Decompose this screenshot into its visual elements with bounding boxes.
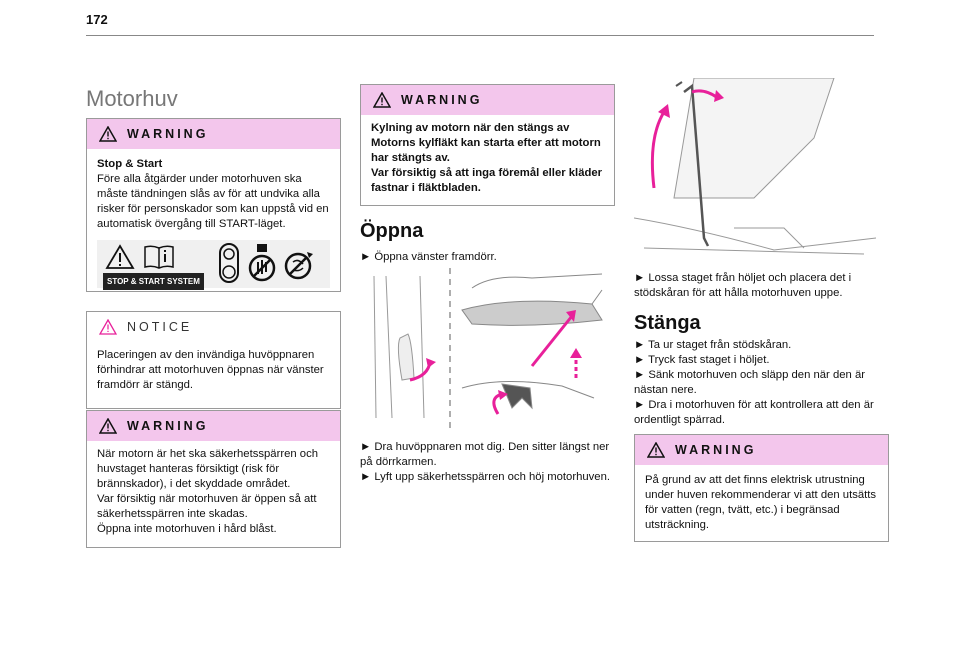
stop-start-icon-strip: STOP & START SYSTEM [97,240,330,290]
warning-triangle-icon [647,442,665,458]
close-step: ► Sänk motorhuven och släpp den när den … [634,369,865,396]
notice-box-door: NOTICE Placeringen av den invändiga huvö… [86,311,341,409]
warning-header: WARNING [87,411,340,441]
warning-box-stop-start: WARNING Stop & Start Före alla åtgärder … [86,118,341,292]
close-step: ► Tryck fast staget i höljet. [634,354,770,366]
warning-header: WARNING [87,119,340,149]
warning-text: Var försiktig så att inga föremål eller … [371,167,603,194]
notice-triangle-icon [99,319,117,335]
notice-header: NOTICE [87,312,340,342]
warning-triangle-icon [99,418,117,434]
warning-text: På grund av att det finns elektrisk utru… [645,474,877,531]
step-open-door: ► Öppna vänster framdörr. [360,251,497,263]
warning-box-hot-engine: WARNING När motorn är het ska säkerhetss… [86,410,341,548]
no-hand-prohibition-icon [248,244,276,282]
notice-label: NOTICE [127,320,193,334]
warning-label: WARNING [675,443,757,457]
warning-triangle-icon [373,92,391,108]
close-step: ► Dra i motorhuven för att kontrollera a… [634,399,874,426]
warning-line: Var försiktig när motorhuven är öppen så… [97,493,317,520]
engine-belt-icon [219,243,239,283]
warning-text: Kylning av motorn när den stängs av Moto… [371,122,601,164]
warning-box-cooling-fan: WARNING Kylning av motorn när den stängs… [360,84,615,206]
warning-text: Före alla åtgärder under motorhuven ska … [97,173,329,230]
warning-line: När motorn är het ska säkerhetsspärren o… [97,448,319,490]
hood-prop-rod-illustration [634,78,876,255]
warning-triangle-icon [105,244,135,269]
warning-label: WARNING [127,127,209,141]
header-divider [86,35,874,36]
section-title-oppna: Öppna [360,220,424,242]
warning-label: WARNING [127,419,209,433]
no-touch-fan-icon [284,252,313,280]
stop-start-badge: STOP & START SYSTEM [103,273,204,290]
warning-line: Öppna inte motorhuven i hård blåst. [97,523,277,535]
notice-text: Placeringen av den invändiga huvöppnaren… [97,349,324,391]
close-steps: ► Ta ur staget från stödskåran. ► Tryck … [634,338,889,428]
section-title-motorhuv: Motorhuv [86,86,178,111]
warning-heading: Stop & Start [97,158,163,170]
manual-book-icon [144,245,174,269]
section-title-stanga: Stänga [634,312,701,334]
warning-header: WARNING [635,435,888,465]
close-step: ► Ta ur staget från stödskåran. [634,339,792,351]
hood-release-illustration [373,268,603,428]
step-lift-latch: ► Lyft upp säkerhetsspärren och höj moto… [360,471,611,483]
warning-box-electrical: WARNING På grund av att det finns elektr… [634,434,889,542]
step-pull-release: ► Dra huvöppnaren mot dig. Den sitter lä… [360,441,610,468]
warning-header: WARNING [361,85,614,115]
page-number: 172 [86,12,108,27]
warning-triangle-icon [99,126,117,142]
step-place-rod: ► Lossa staget från höljet och placera d… [634,272,852,299]
warning-label: WARNING [401,93,483,107]
